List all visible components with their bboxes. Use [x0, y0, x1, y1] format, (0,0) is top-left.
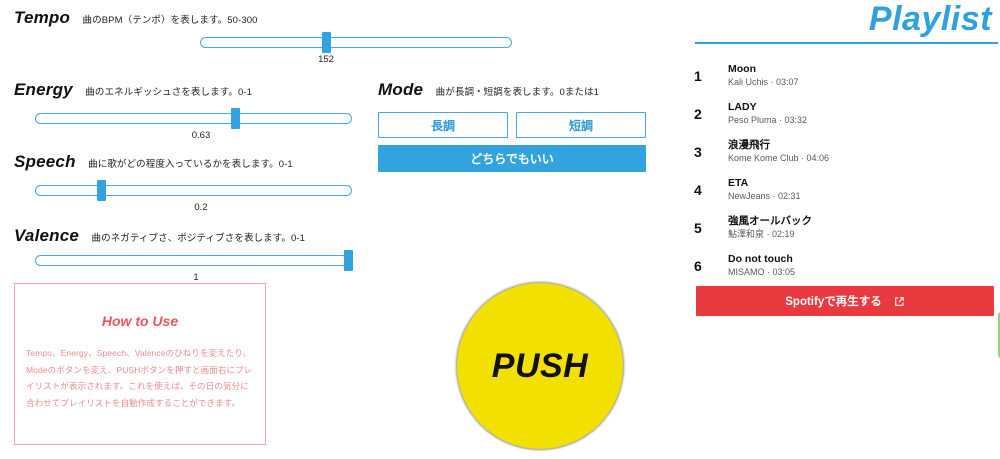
playlist-track-row[interactable]: 3 浪漫飛行 Kome Kome Club · 04:06 [690, 133, 1000, 171]
spotify-play-button[interactable]: Spotifyで再生する [696, 286, 994, 316]
offscreen-green-chip[interactable] [998, 312, 1000, 358]
playlist-track-row[interactable]: 6 Do not touch MISAMO · 03:05 [690, 247, 1000, 285]
slider-energy[interactable]: 0.63 [35, 108, 352, 141]
track-index: 4 [694, 181, 702, 198]
track-title: Do not touch [728, 252, 793, 265]
slider-thumb-energy[interactable] [231, 108, 240, 129]
slider-valence[interactable]: 1 [35, 250, 353, 283]
param-name-energy: Energy [14, 80, 73, 99]
param-name-valence: Valence [14, 226, 80, 245]
track-meta: Moon Kali Uchis · 03:07 [728, 62, 799, 90]
slider-track-tempo[interactable] [200, 37, 512, 48]
param-header-speech: Speech 曲に歌がどの程度入っているかを表します。0-1 [14, 152, 293, 172]
slider-thumb-speech[interactable] [97, 180, 106, 201]
playlist-title: Playlist [868, 0, 992, 38]
mode-button-row: 長調 短調 [378, 112, 646, 138]
playlist-track-row[interactable]: 5 強風オールバック 鮎澤和泉 · 02:19 [690, 209, 1000, 247]
playlist-track-row[interactable]: 2 LADY Peso Pluma · 03:32 [690, 95, 1000, 133]
mode-button-either-row: どちらでもいい [378, 145, 646, 172]
spotify-play-label: Spotifyで再生する [785, 296, 882, 308]
slider-speech[interactable]: 0.2 [35, 180, 352, 213]
slider-value-tempo: 152 [318, 54, 334, 65]
track-index: 1 [694, 67, 702, 84]
slider-track-energy[interactable] [35, 113, 352, 124]
track-subtitle: Kome Kome Club · 04:06 [728, 153, 830, 164]
slider-thumb-tempo[interactable] [322, 32, 331, 53]
param-name-mode: Mode [378, 80, 424, 99]
track-meta: ETA NewJeans · 02:31 [728, 176, 801, 204]
track-index: 2 [694, 105, 702, 122]
track-title: 強風オールバック [728, 214, 812, 227]
track-title: Moon [728, 62, 756, 75]
how-to-use-body: Tempo、Energy、Speech、Valenceのひねりを変えたり、Mod… [26, 348, 253, 408]
slider-track-speech[interactable] [35, 185, 352, 196]
how-to-use-panel: How to Use Tempo、Energy、Speech、Valenceのひ… [14, 283, 266, 445]
track-meta: Do not touch MISAMO · 03:05 [728, 252, 795, 280]
playlist-track-row[interactable]: 1 Moon Kali Uchis · 03:07 [690, 57, 1000, 95]
playlist-panel: Playlist 1 Moon Kali Uchis · 03:07 2 LAD… [690, 0, 1000, 459]
slider-track-valence[interactable] [35, 255, 352, 266]
param-name-tempo: Tempo [14, 8, 71, 27]
track-subtitle: MISAMO · 03:05 [728, 267, 796, 278]
track-index: 6 [694, 257, 702, 274]
slider-thumb-valence[interactable] [344, 250, 353, 271]
track-subtitle: Kali Uchis · 03:07 [728, 77, 799, 88]
param-name-speech: Speech [14, 152, 76, 171]
track-index: 3 [694, 143, 702, 160]
external-link-icon [894, 296, 905, 307]
track-subtitle: 鮎澤和泉 · 02:19 [728, 229, 795, 240]
param-header-energy: Energy 曲のエネルギッシュさを表します。0-1 [14, 80, 252, 100]
track-meta: 強風オールバック 鮎澤和泉 · 02:19 [728, 214, 812, 242]
track-title: LADY [728, 100, 757, 113]
playlist-divider [695, 41, 998, 44]
param-desc-tempo: 曲のBPM（テンポ）を表します。50-300 [82, 15, 258, 26]
slider-tempo[interactable]: 152 [200, 32, 512, 65]
param-header-tempo: Tempo 曲のBPM（テンポ）を表します。50-300 [14, 8, 257, 28]
track-subtitle: NewJeans · 02:31 [728, 191, 801, 202]
param-desc-mode: 曲が長調・短調を表します。0または1 [435, 87, 600, 98]
track-index: 5 [694, 219, 702, 236]
param-desc-speech: 曲に歌がどの程度入っているかを表します。0-1 [88, 159, 293, 170]
mode-button-minor[interactable]: 短調 [516, 112, 646, 138]
param-header-mode: Mode 曲が長調・短調を表します。0または1 [378, 80, 599, 100]
param-desc-valence: 曲のネガティブさ、ポジティブさを表します。0-1 [91, 233, 306, 244]
track-meta: LADY Peso Pluma · 03:32 [728, 100, 807, 128]
slider-value-valence: 1 [193, 272, 199, 283]
slider-value-energy: 0.63 [191, 130, 211, 141]
push-button-label: PUSH [491, 346, 589, 385]
track-subtitle: Peso Pluma · 03:32 [728, 115, 808, 126]
playlist-track-list: 1 Moon Kali Uchis · 03:07 2 LADY Peso Pl… [690, 57, 1000, 285]
param-desc-energy: 曲のエネルギッシュさを表します。0-1 [85, 87, 252, 98]
playlist-track-row[interactable]: 4 ETA NewJeans · 02:31 [690, 171, 1000, 209]
mode-button-major[interactable]: 長調 [378, 112, 508, 138]
track-meta: 浪漫飛行 Kome Kome Club · 04:06 [728, 138, 829, 166]
push-button[interactable]: PUSH [457, 283, 623, 449]
controls-panel: Tempo 曲のBPM（テンポ）を表します。50-300 152 Energy … [14, 8, 646, 449]
mode-button-either[interactable]: どちらでもいい [378, 145, 646, 172]
track-title: 浪漫飛行 [728, 138, 770, 151]
slider-value-speech: 0.2 [194, 202, 208, 213]
how-to-use-title: How to Use [101, 313, 179, 329]
track-title: ETA [728, 176, 749, 189]
param-header-valence: Valence 曲のネガティブさ、ポジティブさを表します。0-1 [14, 226, 305, 246]
